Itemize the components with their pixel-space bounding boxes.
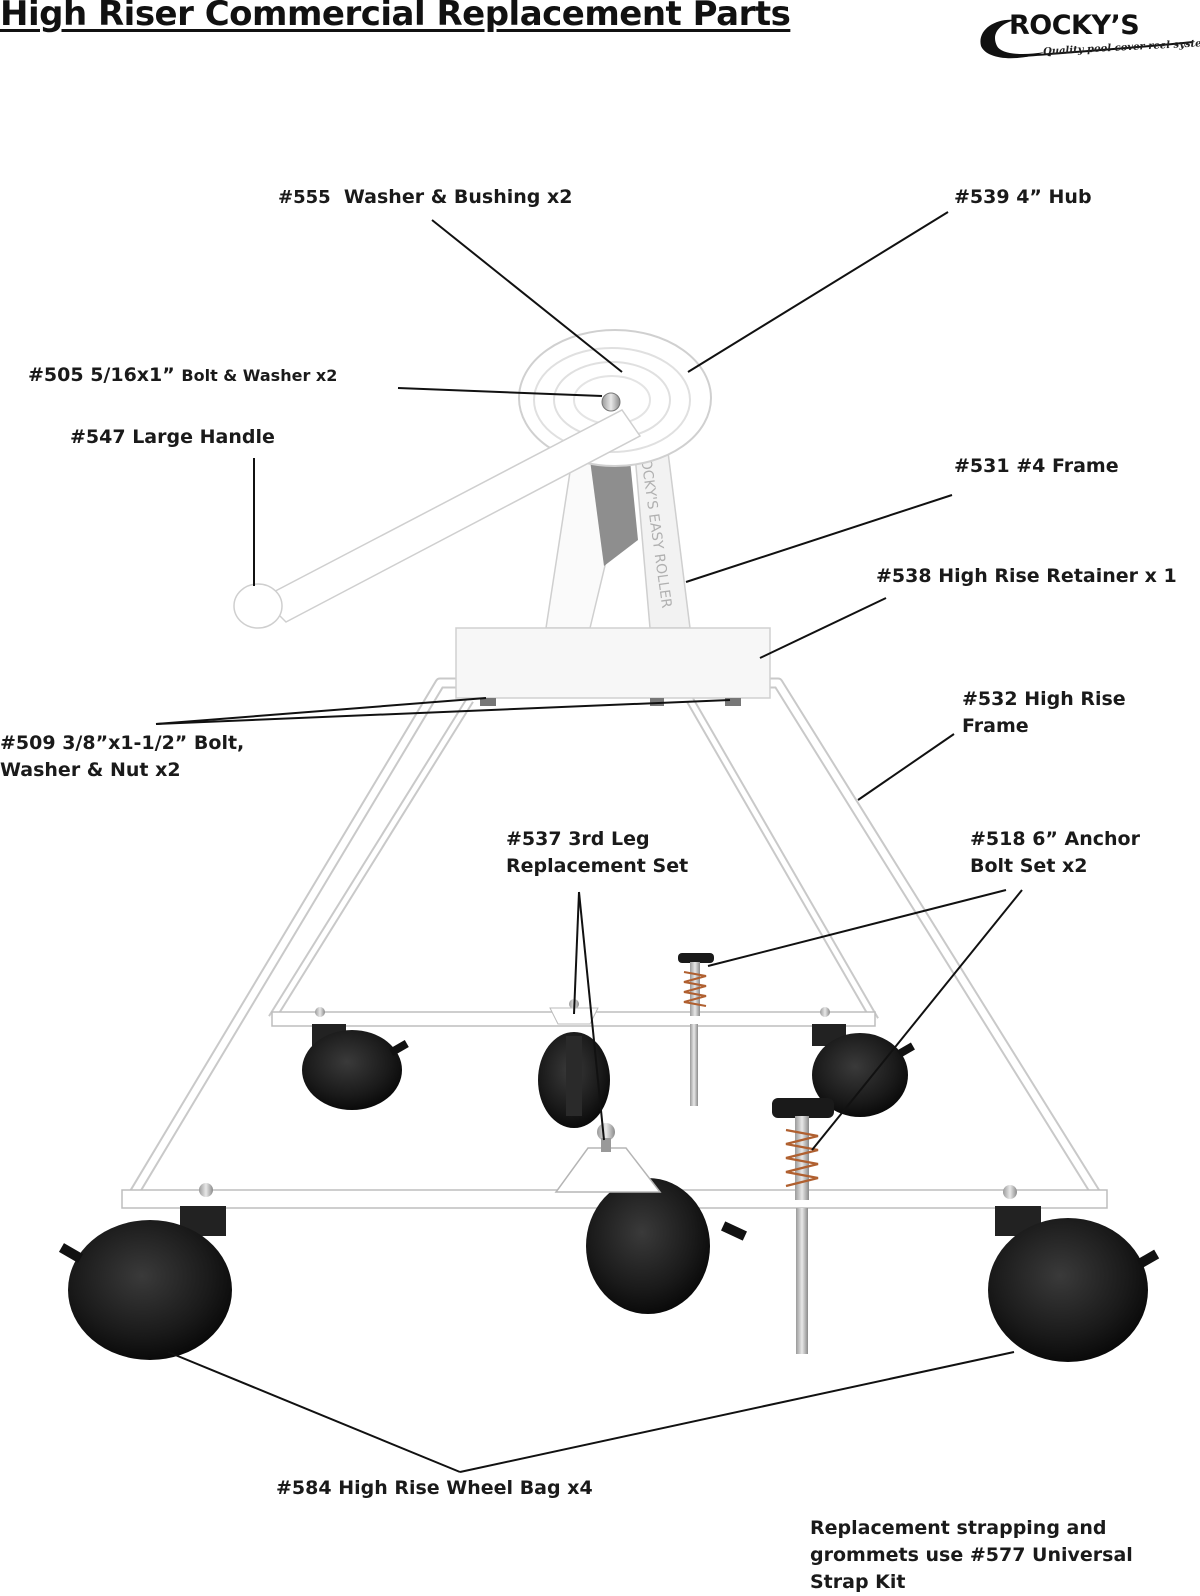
label-518: #518 6” Anchor Bolt Set x2 (970, 826, 1140, 880)
label-537: #537 3rd Leg Replacement Set (506, 826, 688, 880)
leader-584a (167, 1351, 461, 1473)
front-center-wheel (586, 1178, 747, 1314)
label-584: #584 High Rise Wheel Bag x4 (276, 1477, 593, 1499)
logo-swoosh-icon (980, 19, 1194, 59)
label-532: #532 High Rise Frame (962, 686, 1126, 740)
leader-555 (431, 219, 623, 373)
leader-509b (155, 699, 731, 725)
leader-518b (811, 889, 1023, 1151)
label-537-line1: #537 3rd Leg (506, 828, 650, 850)
leader-539 (687, 211, 949, 373)
leader-505 (397, 387, 603, 397)
label-532-line1: #532 High Rise (962, 688, 1126, 710)
third-leg-rear (538, 999, 610, 1128)
label-509-line2: Washer & Nut x2 (0, 759, 181, 781)
label-538: #538 High Rise Retainer x 1 (876, 565, 1177, 587)
label-555-name: Washer & Bushing x2 (343, 186, 573, 208)
label-505-lead: #505 5/16x1” (28, 364, 175, 386)
label-505: #505 5/16x1” Bolt & Washer x2 (28, 362, 337, 389)
leader-lines (155, 211, 1023, 1473)
label-505-rest: Bolt & Washer x2 (181, 366, 338, 385)
rear-left-wheel (302, 1024, 409, 1110)
large-handle (233, 409, 642, 629)
strap-kit-note: Replacement strapping and grommets use #… (810, 1515, 1133, 1596)
label-532-line2: Frame (962, 715, 1029, 737)
logo-wordmark: ROCKY’S (1009, 10, 1140, 41)
label-518-line1: #518 6” Anchor (970, 828, 1140, 850)
rear-anchor-bolt (678, 953, 714, 1106)
leader-538 (759, 597, 887, 659)
label-518-line2: Bolt Set x2 (970, 855, 1088, 877)
high-rise-retainer (455, 627, 771, 706)
label-509-line1: #509 3/8”x1-1/2” Bolt, (0, 732, 245, 754)
front-right-wheel (988, 1206, 1160, 1362)
label-509: #509 3/8”x1-1/2” Bolt, Washer & Nut x2 (0, 730, 244, 784)
note-line2: grommets use #577 Universal (810, 1544, 1133, 1566)
rockys-logo: ROCKY’S Quality pool cover reel systems (975, 10, 1200, 64)
leader-584b (459, 1351, 1015, 1473)
rear-right-wheel (812, 1024, 915, 1117)
high-rise-frame (124, 677, 1106, 1206)
hub-assembly (518, 329, 712, 467)
label-531: #531 #4 Frame (954, 455, 1119, 477)
front-left-wheel (58, 1206, 232, 1360)
leader-537a (573, 891, 580, 1015)
leader-531 (685, 494, 953, 583)
label-537-line2: Replacement Set (506, 855, 689, 877)
leader-537b (578, 891, 605, 1141)
label-539: #539 4” Hub (954, 186, 1092, 208)
page-title: High Riser Commercial Replacement Parts (0, 0, 791, 34)
third-leg-front-bracket (554, 1123, 662, 1193)
note-line1: Replacement strapping and (810, 1517, 1107, 1539)
leader-518a (707, 889, 1007, 967)
leader-532 (857, 733, 955, 801)
leader-509a (155, 697, 487, 725)
front-anchor-bolt (772, 1098, 834, 1354)
note-line3: Strap Kit (810, 1571, 906, 1593)
label-555-number: #555 (278, 187, 331, 208)
label-555: #555 Washer & Bushing x2 (278, 184, 572, 211)
label-547: #547 Large Handle (70, 426, 275, 448)
